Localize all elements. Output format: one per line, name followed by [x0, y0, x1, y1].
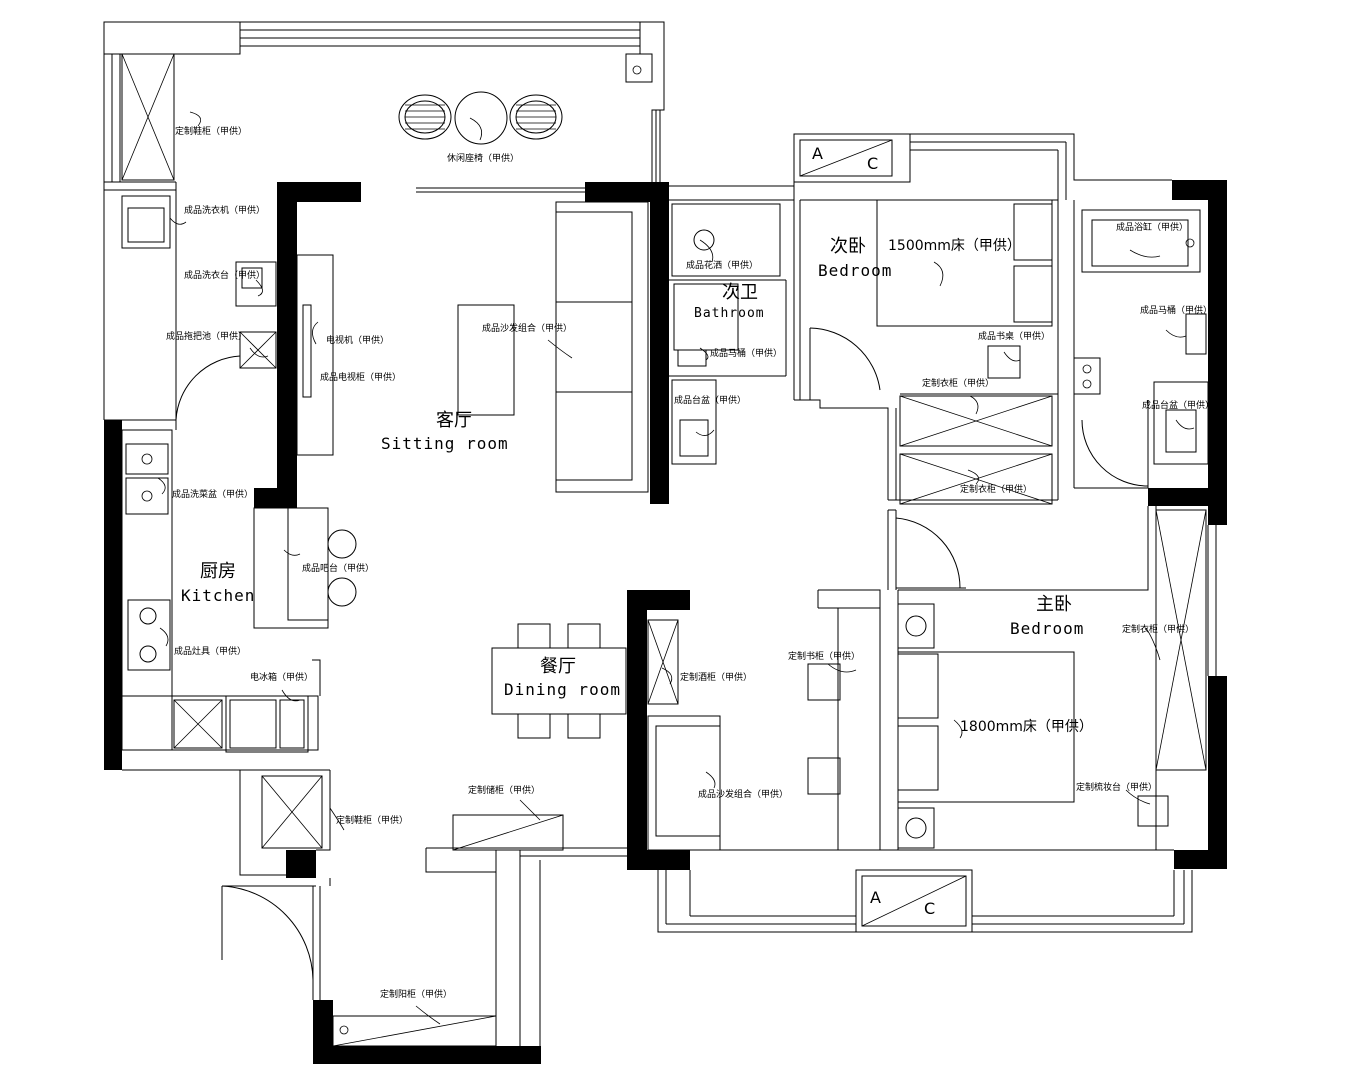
label-bathtub: 成品浴缸（甲供）: [1116, 221, 1188, 233]
label-sofa-set: 成品沙发组合（甲供）: [482, 322, 572, 334]
label-nightstand: 成品书桌（甲供）: [978, 330, 1050, 342]
wall-outlines: [103, 21, 1217, 1046]
living-furniture: [253, 201, 649, 629]
ac-label-c-bottom: C: [924, 899, 935, 918]
second-bath-fixtures: [671, 203, 781, 465]
label-toilet-master: 成品马桶（甲供）: [1140, 304, 1212, 316]
label-shoe-cabinet-entry: 定制鞋柜（甲供）: [336, 814, 408, 826]
label-bed-1500: 1500mm床（甲供）: [888, 238, 1021, 254]
room-name-dining-cn: 餐厅: [540, 656, 576, 677]
label-bookcase: 定制书柜（甲供）: [788, 650, 860, 662]
ac-label-a-top: A: [812, 144, 823, 163]
label-balcony-cabinet: 定制阳柜（甲供）: [380, 988, 452, 1000]
label-shoe-cabinet-top: 定制鞋柜（甲供）: [175, 125, 247, 137]
label-shower: 成品花洒（甲供）: [686, 259, 758, 271]
ac-label-a-bottom: A: [870, 888, 881, 907]
label-dresser: 定制梳妆台（甲供）: [1076, 781, 1157, 793]
label-stove: 成品灶具（甲供）: [174, 645, 246, 657]
label-toilet-second: 成品马桶（甲供）: [710, 347, 782, 359]
entry-cabinet: [332, 1015, 497, 1047]
room-name-master-bedroom-cn: 主卧: [1036, 594, 1072, 615]
doors: [175, 327, 1149, 981]
label-wardrobe-1: 定制衣柜（甲供）: [922, 377, 994, 389]
room-name-second-bath-en: Bathroom: [694, 306, 765, 321]
room-name-sitting-en: Sitting room: [381, 434, 509, 453]
master-bedroom-furniture: [897, 509, 1207, 849]
label-wardrobe-master: 定制衣柜（甲供）: [1122, 623, 1194, 635]
second-bedroom-furniture: [876, 199, 1053, 505]
label-fridge: 电冰箱（甲供）: [250, 671, 313, 683]
ac-label-c-top: C: [867, 154, 878, 173]
furniture-annotations: 定制鞋柜（甲供） 休闲座椅（甲供） 成品洗衣机（甲供） 成品洗衣台（甲供） 成品…: [166, 125, 1214, 1000]
room-name-second-bedroom-en: Bedroom: [818, 261, 892, 280]
label-leisure-seat: 休闲座椅（甲供）: [447, 152, 519, 164]
kitchen-furniture: [121, 429, 323, 849]
room-name-kitchen-cn: 厨房: [200, 561, 236, 582]
label-bed-1800: 1800mm床（甲供）: [960, 719, 1093, 735]
study-furniture: [647, 619, 841, 851]
label-wine-cabinet: 定制酒柜（甲供）: [680, 671, 752, 683]
label-storage-cabinet: 定制储柜（甲供）: [468, 784, 540, 796]
room-name-second-bedroom-cn: 次卧: [830, 236, 866, 257]
label-wardrobe-2: 定制衣柜（甲供）: [960, 483, 1032, 495]
label-sink: 成品洗菜盆（甲供）: [172, 488, 253, 500]
room-name-kitchen-en: Kitchen: [181, 586, 255, 605]
room-name-sitting-cn: 客厅: [436, 410, 472, 431]
label-basin-second: 成品台盆（甲供）: [674, 394, 746, 406]
structural-walls: [104, 180, 1227, 1064]
leader-arrows: [157, 111, 1195, 1025]
label-washer: 成品洗衣机（甲供）: [184, 204, 265, 216]
balcony-furniture: [121, 53, 563, 369]
dining-furniture: [452, 623, 627, 851]
room-name-second-bath-cn: 次卫: [722, 282, 758, 303]
room-name-master-bedroom-en: Bedroom: [1010, 619, 1084, 638]
master-bath-fixtures: [1073, 209, 1209, 465]
label-tv: 电视机（甲供）: [326, 334, 389, 346]
label-wash-basin: 成品洗衣台（甲供）: [184, 269, 265, 281]
label-bar: 成品吧台（甲供）: [302, 562, 374, 574]
label-basin-master: 成品台盆（甲供）: [1142, 399, 1214, 411]
label-sofa-set-study: 成品沙发组合（甲供）: [698, 788, 788, 800]
label-mop-pool: 成品拖把池（甲供）: [166, 330, 247, 342]
label-tv-cabinet: 成品电视柜（甲供）: [320, 371, 401, 383]
room-name-dining-en: Dining room: [504, 680, 621, 699]
